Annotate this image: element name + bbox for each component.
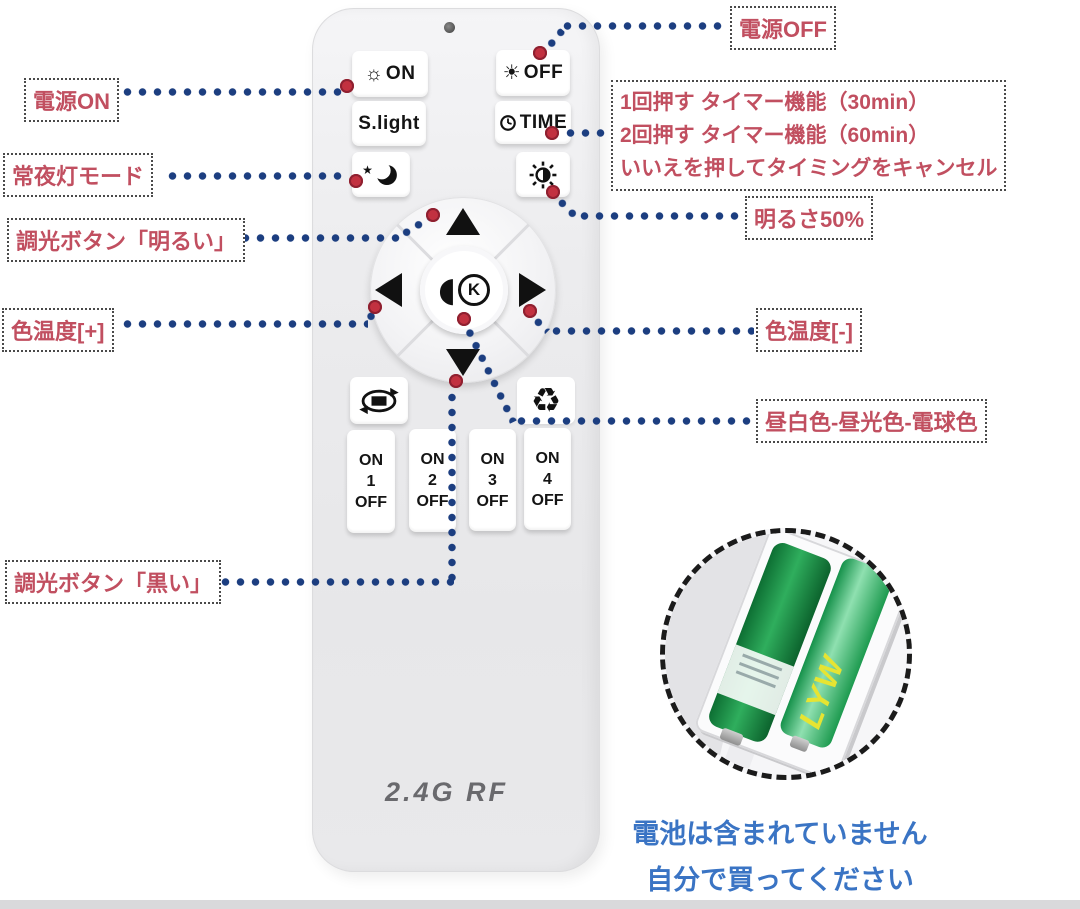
leader-bright50 xyxy=(575,211,745,221)
ch4-on: ON xyxy=(535,449,560,467)
annotation-ct-plus: 色温度[+] xyxy=(2,308,114,352)
leader-timer xyxy=(561,128,611,138)
annotation-timer-line3: いいえを押してタイミングをキャンセル xyxy=(620,157,998,180)
battery-note-line2: 自分で買ってください xyxy=(646,865,914,895)
channel-4-button[interactable]: ON 4 OFF xyxy=(524,428,571,530)
power-off-button-label: OFF xyxy=(523,62,564,83)
ch4-num: 4 xyxy=(543,470,552,488)
color-mode-button[interactable]: ♻ xyxy=(517,377,575,424)
sun-outline-icon: ☼ xyxy=(364,63,383,85)
leader-night-light xyxy=(163,171,348,181)
leader-power-off xyxy=(558,21,728,31)
ch2-num: 2 xyxy=(428,472,437,489)
marker-dot xyxy=(340,79,354,93)
ch1-off: OFF xyxy=(355,494,387,511)
battery-compartment-inset: LYW xyxy=(660,528,912,780)
annotation-power-on: 電源ON xyxy=(24,78,120,122)
marker-dot xyxy=(457,312,471,326)
channel-1-button[interactable]: ON 1 OFF xyxy=(347,430,395,533)
k-key-label: K xyxy=(457,274,490,306)
led-indicator xyxy=(444,22,455,33)
ch2-off: OFF xyxy=(416,493,449,510)
half-circle-icon: ◖ xyxy=(438,270,456,310)
leader-ct-plus xyxy=(118,319,368,329)
sun-filled-icon: ☀ xyxy=(502,62,521,84)
ch4-off: OFF xyxy=(531,491,564,509)
marker-dot xyxy=(546,185,560,199)
brightness-50-button[interactable] xyxy=(516,152,570,197)
marker-dot xyxy=(533,46,547,60)
color-cycle-button[interactable] xyxy=(350,377,408,424)
ch2-on: ON xyxy=(420,451,445,468)
photo-bottom-edge xyxy=(0,900,1080,909)
annotation-dim-dark: 調光ボタン「黒い」 xyxy=(5,560,222,604)
annotation-timer-line2: 2回押す タイマー機能（60min） xyxy=(620,124,930,147)
timer-button[interactable]: TIME xyxy=(495,101,571,144)
power-off-button[interactable]: ☀ OFF xyxy=(496,50,570,96)
clock-icon xyxy=(499,114,516,131)
ch1-num: 1 xyxy=(366,473,376,490)
leader-ct-minus xyxy=(547,326,754,336)
leader-dim-dark xyxy=(216,577,454,587)
marker-dot xyxy=(368,300,382,314)
power-on-button[interactable]: ☼ ON xyxy=(352,51,428,97)
slight-button-label: S.light xyxy=(358,112,420,134)
moon-icon xyxy=(373,161,397,185)
leader-dim-dark-vert xyxy=(447,388,457,584)
night-light-button[interactable]: ★ xyxy=(352,152,410,197)
battery-note-line1: 電池は含まれていません xyxy=(632,819,928,849)
annotation-timer-line1: 1回押す タイマー機能（30min） xyxy=(620,91,930,114)
leader-dim-bright xyxy=(236,233,402,243)
power-on-button-label: ON xyxy=(385,63,416,84)
color-loop-icon xyxy=(359,387,399,414)
ch1-on: ON xyxy=(359,452,383,469)
arrow-right-button[interactable] xyxy=(519,273,546,307)
ch3-off: OFF xyxy=(476,492,509,510)
marker-dot xyxy=(349,174,363,188)
annotation-power-off: 電源OFF xyxy=(730,6,836,50)
annotation-bright50: 明るさ50% xyxy=(745,196,874,240)
annotation-night-light: 常夜灯モード xyxy=(3,153,154,197)
leader-power-on xyxy=(118,87,342,97)
arrow-up-button[interactable] xyxy=(446,208,480,235)
marker-dot xyxy=(545,126,559,140)
annotation-timer: 1回押す タイマー機能（30min） 2回押す タイマー機能（60min） いい… xyxy=(611,80,1007,191)
marker-dot xyxy=(523,304,537,318)
brand-text: 2.4G RF xyxy=(385,777,509,807)
star-icon: ★ xyxy=(362,162,373,177)
channel-3-button[interactable]: ON 3 OFF xyxy=(469,429,516,531)
half-sun-icon xyxy=(529,161,557,188)
annotation-dim-bright: 調光ボタン「明るい」 xyxy=(7,218,246,262)
marker-dot xyxy=(426,208,440,222)
annotation-ct-minus: 色温度[-] xyxy=(756,308,862,352)
marker-dot xyxy=(449,374,463,388)
ch3-num: 3 xyxy=(488,471,497,489)
recycle-icon: ♻ xyxy=(530,380,562,421)
leader-color-modes xyxy=(512,416,754,426)
annotation-color-modes: 昼白色-昼光色-電球色 xyxy=(756,399,987,443)
ch3-on: ON xyxy=(480,450,505,468)
slight-button[interactable]: S.light xyxy=(352,101,426,146)
